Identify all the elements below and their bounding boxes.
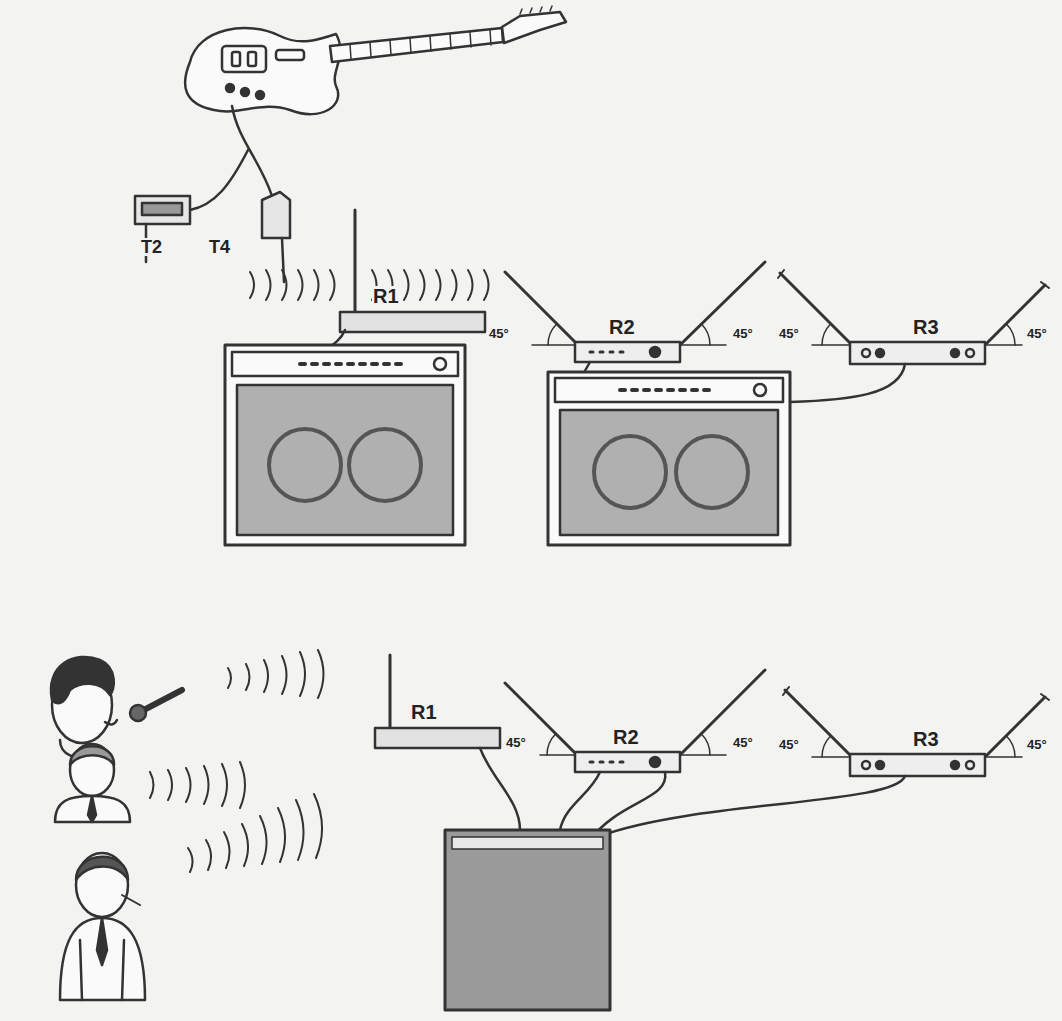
receiver-r3 xyxy=(600,687,1049,836)
radio-waves xyxy=(250,270,489,300)
angle-label: 45° xyxy=(505,736,527,749)
receiver-label: R2 xyxy=(608,317,636,337)
transmitter-label: T2 xyxy=(140,238,163,256)
presenter-with-headset xyxy=(60,853,145,1000)
angle-label: 45° xyxy=(1026,738,1048,751)
angle-label: 45° xyxy=(778,327,800,340)
receiver-r1 xyxy=(375,655,520,830)
amplifier xyxy=(548,372,790,545)
angle-label: 45° xyxy=(732,736,754,749)
receiver-label: R1 xyxy=(372,286,400,306)
transmitter-label: T4 xyxy=(208,238,231,256)
angle-label: 45° xyxy=(778,738,800,751)
radio-waves xyxy=(228,650,324,698)
singer-with-microphone xyxy=(51,657,182,758)
amplifier xyxy=(225,345,465,545)
angle-label: 45° xyxy=(488,327,510,340)
radio-waves xyxy=(150,762,245,808)
presenter-with-lavalier xyxy=(55,744,130,822)
guitar xyxy=(185,6,566,210)
receiver-r2 xyxy=(505,670,765,840)
receiver-r3 xyxy=(778,270,1049,402)
angle-label: 45° xyxy=(732,327,754,340)
radio-waves xyxy=(188,794,322,872)
transmitter-t2 xyxy=(135,196,190,262)
transmitter-t4 xyxy=(262,192,290,282)
angle-label: 45° xyxy=(1026,327,1048,340)
receiver-label: R2 xyxy=(612,727,640,747)
receiver-r1 xyxy=(322,210,485,352)
receiver-label: R1 xyxy=(410,702,438,722)
receiver-label: R3 xyxy=(912,317,940,337)
mixer-amplifier xyxy=(445,830,610,1010)
receiver-label: R3 xyxy=(912,729,940,749)
receiver-r2 xyxy=(505,262,765,376)
